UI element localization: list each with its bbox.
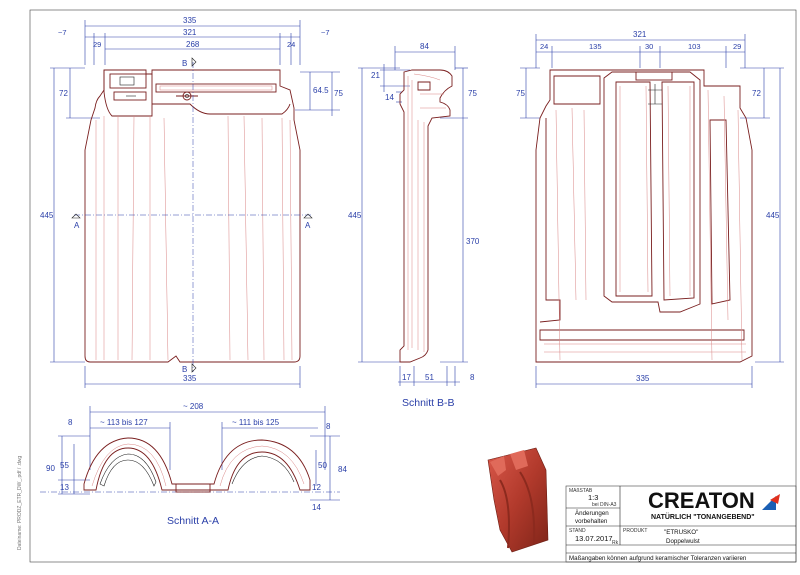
changes-value: vorbehalten — [575, 518, 608, 525]
bb-dim-370: 370 — [466, 237, 480, 246]
aa-dim-12: 12 — [312, 483, 321, 492]
bb-dim-51: 51 — [425, 373, 434, 382]
back-dim-103: 103 — [688, 42, 701, 51]
bb-dim-8: 8 — [470, 373, 475, 382]
section-bb-title: Schnitt B-B — [402, 397, 455, 409]
back-view: 321 24 135 30 103 29 75 72 445 — [516, 30, 784, 388]
file-name-text: Dateiname: PRODZ_ETR_DW_.pdf / .dwg — [17, 456, 23, 550]
aa-dim-8-right: 8 — [326, 422, 331, 431]
section-marker-b-top: B — [182, 59, 187, 68]
front-dim-268: 268 — [186, 40, 200, 49]
tolerance-note: Maßangaben können aufgrund keramischer T… — [569, 555, 747, 562]
front-dim-72: 72 — [59, 89, 68, 98]
aa-dim-55: 55 — [60, 461, 69, 470]
section-aa-title: Schnitt A-A — [167, 515, 219, 527]
bb-dim-445: 445 — [348, 211, 362, 220]
sheet-frame — [29, 9, 797, 563]
brand-tagline: NATÜRLICH "TONANGEBEND" — [651, 512, 755, 521]
bb-dim-84: 84 — [420, 42, 429, 51]
front-dim-64-5: 64.5 — [313, 86, 329, 95]
tile-photo — [487, 447, 549, 553]
date-label: STAND — [569, 528, 586, 534]
aa-dim-84: 84 — [338, 465, 347, 474]
front-view: 335 321 268 ~7 29 24 ~7 72 445 64.5 75 — [40, 16, 343, 388]
changes-label: Änderungen — [575, 510, 609, 517]
aa-dim-90: 90 — [46, 464, 55, 473]
front-dim-left-29: 29 — [93, 40, 101, 49]
product-variant: Doppelwulst — [666, 538, 700, 545]
section-bb-view: 84 21 14 445 75 370 17 51 8 Schnit — [348, 42, 480, 409]
front-dim-75: 75 — [334, 89, 343, 98]
aa-dim-50: 50 — [318, 461, 327, 470]
bb-dim-21: 21 — [371, 71, 380, 80]
front-dim-bottom-335: 335 — [183, 374, 197, 383]
front-dim-445: 445 — [40, 211, 54, 220]
front-dim-right-7: ~7 — [321, 28, 330, 37]
section-marker-a-right: A — [305, 221, 311, 230]
drawing-initials: Rk — [612, 540, 619, 546]
drawing-date: 13.07.2017 — [575, 534, 613, 543]
scale-value: 1:3 — [588, 493, 598, 502]
back-dim-135: 135 — [589, 42, 602, 51]
product-label: PRODUKT — [623, 528, 647, 534]
aa-dim-13: 13 — [60, 483, 69, 492]
aa-dim-111-125: ~ 111 bis 125 — [232, 418, 280, 427]
back-dim-75: 75 — [516, 89, 525, 98]
title-block: MAßSTAB 1:3 bei DIN-A3 Änderungen vorbeh… — [565, 485, 797, 563]
section-marker-a-left: A — [74, 221, 80, 230]
bb-dim-17: 17 — [402, 373, 411, 382]
section-marker-b-bottom: B — [182, 365, 187, 374]
back-dim-72: 72 — [752, 89, 761, 98]
front-dim-321: 321 — [183, 28, 197, 37]
back-dim-321: 321 — [633, 30, 647, 39]
brand-logo-text: CREATON — [648, 488, 755, 513]
back-dim-30: 30 — [645, 42, 653, 51]
back-dim-bottom-335: 335 — [636, 374, 650, 383]
bb-dim-75: 75 — [468, 89, 477, 98]
front-dim-335: 335 — [183, 16, 197, 25]
aa-dim-8-left: 8 — [68, 418, 73, 427]
front-dim-right-24: 24 — [287, 40, 295, 49]
back-dim-24: 24 — [540, 42, 548, 51]
section-aa-view: ~ 208 ~ 113 bis 127 ~ 111 bis 125 8 8 90… — [40, 402, 347, 527]
front-dim-left-7: ~7 — [58, 28, 67, 37]
aa-dim-208: ~ 208 — [183, 402, 204, 411]
back-dim-29: 29 — [733, 42, 741, 51]
aa-dim-14: 14 — [312, 503, 321, 512]
scale-note: bei DIN-A3 — [592, 502, 617, 508]
back-dim-445: 445 — [766, 211, 780, 220]
scale-label: MAßSTAB — [569, 488, 593, 494]
bb-dim-14: 14 — [385, 93, 394, 102]
aa-dim-113-127: ~ 113 bis 127 — [100, 418, 148, 427]
product-name: "ETRUSKO" — [664, 529, 698, 536]
